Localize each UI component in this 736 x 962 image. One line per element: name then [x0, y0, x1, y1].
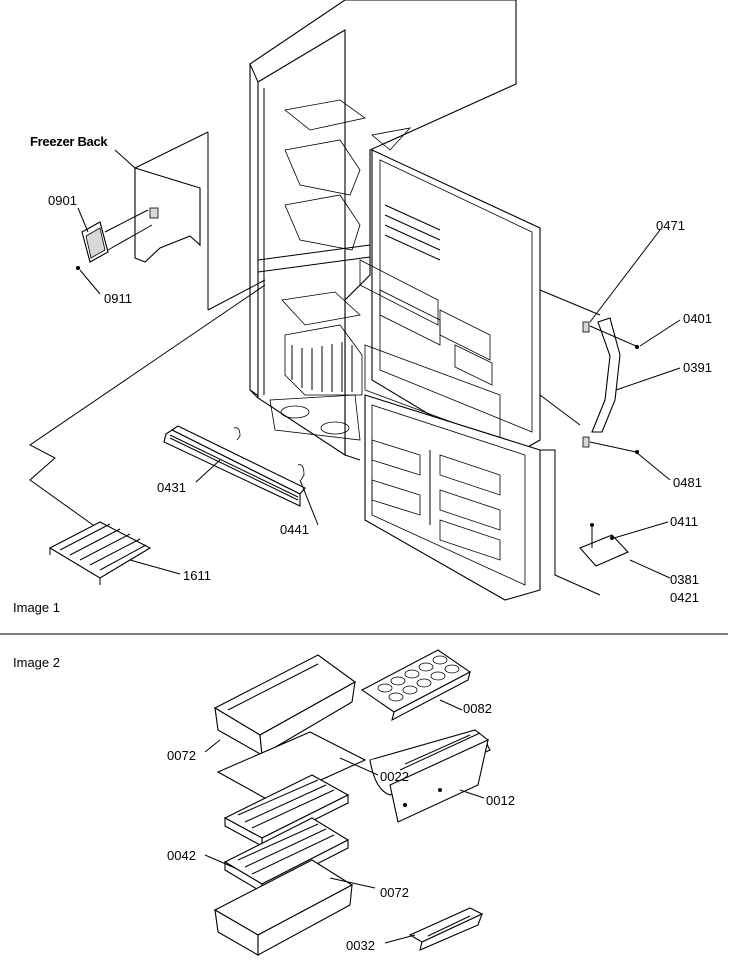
callout-0042: 0042: [167, 848, 196, 863]
bottom-hinge-0381: [579, 523, 629, 567]
callout-0381: 0381: [670, 572, 699, 587]
callout-0012: 0012: [486, 793, 515, 808]
storage-bin-upper: [213, 654, 357, 757]
callout-1611: 1611: [183, 568, 211, 583]
upper-door: [359, 127, 541, 461]
callout-0901: 0901: [48, 193, 77, 208]
label-freezer-back: Freezer Back: [30, 134, 108, 149]
small-bin-0032: [408, 907, 484, 951]
caption-image-2: Image 2: [13, 655, 60, 670]
door-bin-0012: [369, 729, 491, 823]
control-box-0901: [76, 209, 153, 270]
freezer-back-panel: [134, 131, 266, 311]
callout-0421: 0421: [670, 590, 699, 605]
refrigerator-cabinet: [249, 0, 517, 457]
callout-0471: 0471: [656, 218, 685, 233]
callout-0401: 0401: [683, 311, 712, 326]
guide-lines: [29, 284, 601, 596]
egg-tray-0082: [360, 649, 472, 722]
wire-shelf-1611: [48, 521, 152, 585]
grille-0431: [163, 425, 306, 507]
leaders-image-1: [77, 149, 681, 579]
caption-image-1: Image 1: [13, 600, 60, 615]
callout-0391: 0391: [683, 360, 712, 375]
tray-0022: [216, 731, 367, 803]
callout-0911: 0911: [104, 291, 132, 306]
callout-0441: 0441: [280, 522, 309, 537]
ice-tray-upper: [223, 774, 350, 847]
callout-0072-upper: 0072: [167, 748, 196, 763]
callout-0032: 0032: [346, 938, 375, 953]
storage-bin-lower: [213, 859, 354, 956]
callout-0022: 0022: [380, 769, 409, 784]
callout-0082: 0082: [463, 701, 492, 716]
callout-0411: 0411: [670, 514, 698, 529]
image-1-exploded-view: Freezer Back 0901 0911 0471 0401 0391 04…: [13, 0, 712, 615]
image-2-exploded-view: Image 2 0072 0022 0082 0012 0042 0072 00…: [13, 649, 515, 956]
lower-door: [364, 394, 541, 601]
callout-0431: 0431: [157, 480, 186, 495]
hinge-assembly: [582, 317, 639, 454]
leaders-image-2: [204, 699, 485, 944]
callout-0481: 0481: [673, 475, 702, 490]
callout-0072-lower: 0072: [380, 885, 409, 900]
